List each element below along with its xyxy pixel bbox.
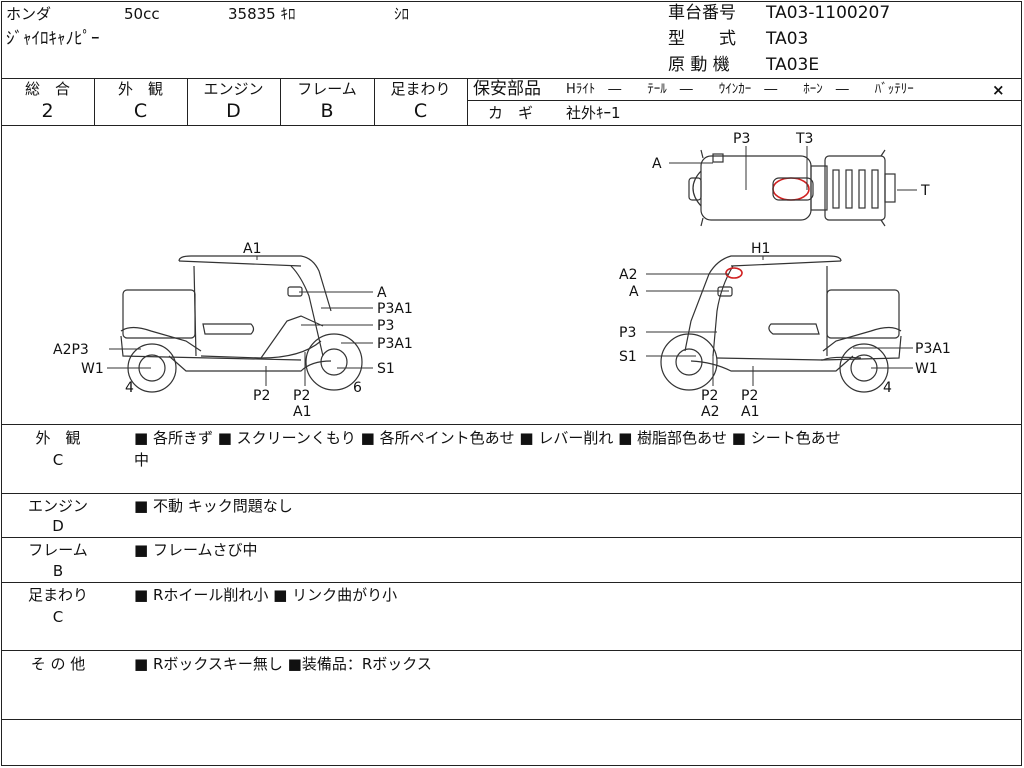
key-label: カ ギ xyxy=(488,104,534,122)
grade-value-frame: B xyxy=(320,100,334,122)
engine-value: TA03E xyxy=(766,55,820,75)
lbl-right-P3A1: P3A1 xyxy=(915,341,951,357)
lbl-right-A2-bot: A2 xyxy=(701,404,719,420)
grade-value-suspension: C xyxy=(413,100,428,122)
lbl-left-A2P3: A2P3 xyxy=(53,342,89,358)
section-text: ■ 各所きず ■ スクリーンくもり ■ 各所ペイント色あせ ■ レバー削れ ■ … xyxy=(134,429,841,447)
grade-header-frame: フレーム xyxy=(297,80,357,98)
lbl-left-A1-bot: A1 xyxy=(293,404,311,420)
section-text: ■ Rホイール削れ小 ■ リンク曲がり小 xyxy=(134,586,398,604)
grade-value-engine: D xyxy=(226,100,241,122)
section-grade: D xyxy=(52,517,64,535)
section-grade: C xyxy=(52,608,64,626)
vehicle-diagram: A1 A P3A1 P3 P3A1 A2P3 W1 S1 4 6 P2 P2 A… xyxy=(53,131,951,420)
color: ｼﾛ xyxy=(394,5,410,23)
section-text: ■ 不動 キック問題なし xyxy=(134,497,293,515)
type-value: TA03 xyxy=(766,29,809,49)
section-text-continued: 中 xyxy=(134,451,150,469)
grade-table-bottom xyxy=(1,125,1022,126)
lbl-right-S1: S1 xyxy=(619,349,637,365)
lbl-right-P2-b: P2 xyxy=(741,388,758,404)
diagram-bottom xyxy=(1,424,1022,425)
lbl-top-P3: P3 xyxy=(733,131,750,147)
section-text: ■ Rボックスキー無し ■装備品：Rボックス xyxy=(134,655,432,673)
lbl-left-6: 6 xyxy=(353,380,362,396)
lbl-left-P2-b: P2 xyxy=(293,388,310,404)
grade-value-exterior: C xyxy=(133,100,148,122)
lbl-top-T3: T3 xyxy=(795,131,813,147)
section-label: エンジン xyxy=(27,497,88,515)
section-text: ■ フレームさび中 xyxy=(134,541,258,559)
maker: ホンダ xyxy=(6,5,52,23)
lbl-left-A1: A1 xyxy=(243,241,261,257)
lbl-right-P2-a: P2 xyxy=(701,388,718,404)
grade-value-overall: 2 xyxy=(41,100,54,122)
frame-number-label: 車台番号 xyxy=(668,3,736,23)
lbl-right-A: A xyxy=(629,284,639,300)
displacement: 50cc xyxy=(124,5,160,23)
safety-items: Hﾗｲﾄ ― ﾃｰﾙ ― ｳｲﾝｶｰ ― ﾎｰﾝ ― ﾊﾞｯﾃﾘｰ xyxy=(566,82,914,97)
lbl-left-W1: W1 xyxy=(81,361,104,377)
grade-header-exterior: 外 観 xyxy=(117,80,163,98)
lbl-top-A: A xyxy=(652,156,662,172)
lbl-left-S1: S1 xyxy=(377,361,395,377)
section-label: 足まわり xyxy=(27,586,88,604)
grade-header-suspension: 足まわり xyxy=(390,80,451,98)
lbl-left-P3A1-bot: P3A1 xyxy=(377,336,413,352)
lbl-left-A: A xyxy=(377,285,387,301)
lbl-right-P3: P3 xyxy=(619,325,636,341)
lbl-left-P3A1-top: P3A1 xyxy=(377,301,413,317)
lbl-right-H1: H1 xyxy=(751,241,770,257)
engine-label: 原 動 機 xyxy=(668,55,730,75)
lbl-left-P2-a: P2 xyxy=(253,388,270,404)
lbl-right-4: 4 xyxy=(883,380,892,396)
lbl-right-W1: W1 xyxy=(915,361,938,377)
side-view-right xyxy=(660,255,902,393)
lbl-left-4: 4 xyxy=(125,380,134,396)
battery-mark: × xyxy=(992,81,1005,99)
frame-number-value: TA03-1100207 xyxy=(766,3,891,23)
section-grade: C xyxy=(52,451,64,469)
key-value: 社外ｷｰ1 xyxy=(566,104,621,122)
grade-header-engine: エンジン xyxy=(203,80,264,98)
lbl-right-A1-bot: A1 xyxy=(741,404,759,420)
lbl-right-A2: A2 xyxy=(619,267,637,283)
lbl-top-T: T xyxy=(920,183,930,199)
side-view-left xyxy=(120,255,363,393)
safety-divider xyxy=(467,100,1022,101)
section-label: フレーム xyxy=(28,541,88,559)
lbl-left-P3: P3 xyxy=(377,318,394,334)
model-name: ｼﾞｬｲﾛｷｬﾉﾋﾟｰ xyxy=(6,29,100,49)
section-grade: B xyxy=(52,562,64,580)
type-label: 型 式 xyxy=(668,29,736,49)
section-label: 外 観 xyxy=(35,429,81,447)
mileage: 35835 ｷﾛ xyxy=(228,5,296,23)
top-view xyxy=(688,149,896,227)
grade-table-top xyxy=(1,78,1022,79)
leader-lines xyxy=(107,146,917,386)
section-label: そ の 他 xyxy=(30,655,86,673)
safety-label: 保安部品 xyxy=(473,79,541,99)
grade-header-overall: 総 合 xyxy=(24,80,70,98)
